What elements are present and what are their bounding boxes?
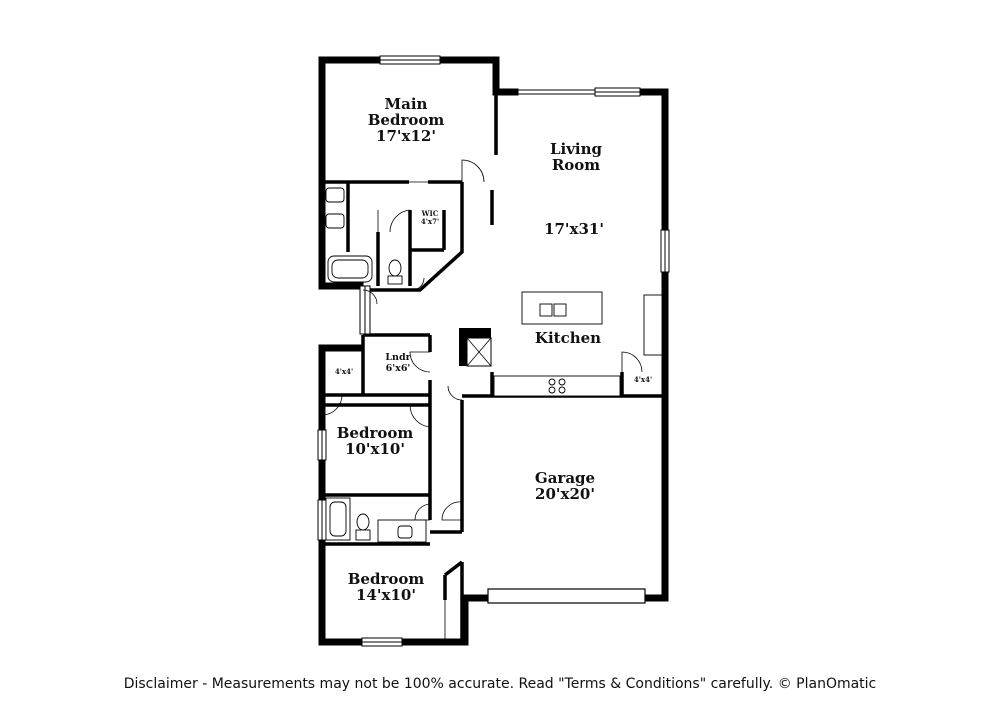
closet-size: 4'x4' xyxy=(335,367,353,376)
main-bedroom-name-line1: Main xyxy=(385,95,428,113)
bedroom-3-size: 14'x10' xyxy=(356,586,416,604)
room-labels: Main Bedroom 17'x12' WIC 4'x7' Living Ro… xyxy=(335,95,652,604)
wic-name: WIC xyxy=(421,209,439,218)
pantry-size: 4'x4' xyxy=(634,375,652,384)
disclaimer-text: Disclaimer - Measurements may not be 100… xyxy=(123,676,877,692)
wic-size: 4'x7' xyxy=(421,217,439,226)
kitchen-name: Kitchen xyxy=(535,329,601,347)
sliding-door xyxy=(515,89,595,95)
door-swings xyxy=(321,159,643,640)
living-room-name-line1: Living xyxy=(550,140,603,158)
exterior-walls xyxy=(318,56,669,646)
fixtures xyxy=(325,187,663,543)
windows xyxy=(317,55,670,647)
living-room-name-line2: Room xyxy=(552,156,600,174)
bedroom-3-name: Bedroom xyxy=(348,570,425,588)
interior-walls xyxy=(322,92,665,642)
bedroom-2-name: Bedroom xyxy=(337,424,414,442)
fireplace xyxy=(459,328,492,367)
garage-door xyxy=(487,588,646,604)
garage-size: 20'x20' xyxy=(535,485,595,503)
living-room-size: 17'x31' xyxy=(544,220,604,238)
bedroom-2-size: 10'x10' xyxy=(345,440,405,458)
laundry-size: 6'x6' xyxy=(386,363,411,374)
laundry-name: Lndr xyxy=(385,352,411,363)
garage-name: Garage xyxy=(535,469,595,487)
main-bedroom-name-line2: Bedroom xyxy=(368,111,445,129)
main-bedroom-size: 17'x12' xyxy=(376,127,436,145)
